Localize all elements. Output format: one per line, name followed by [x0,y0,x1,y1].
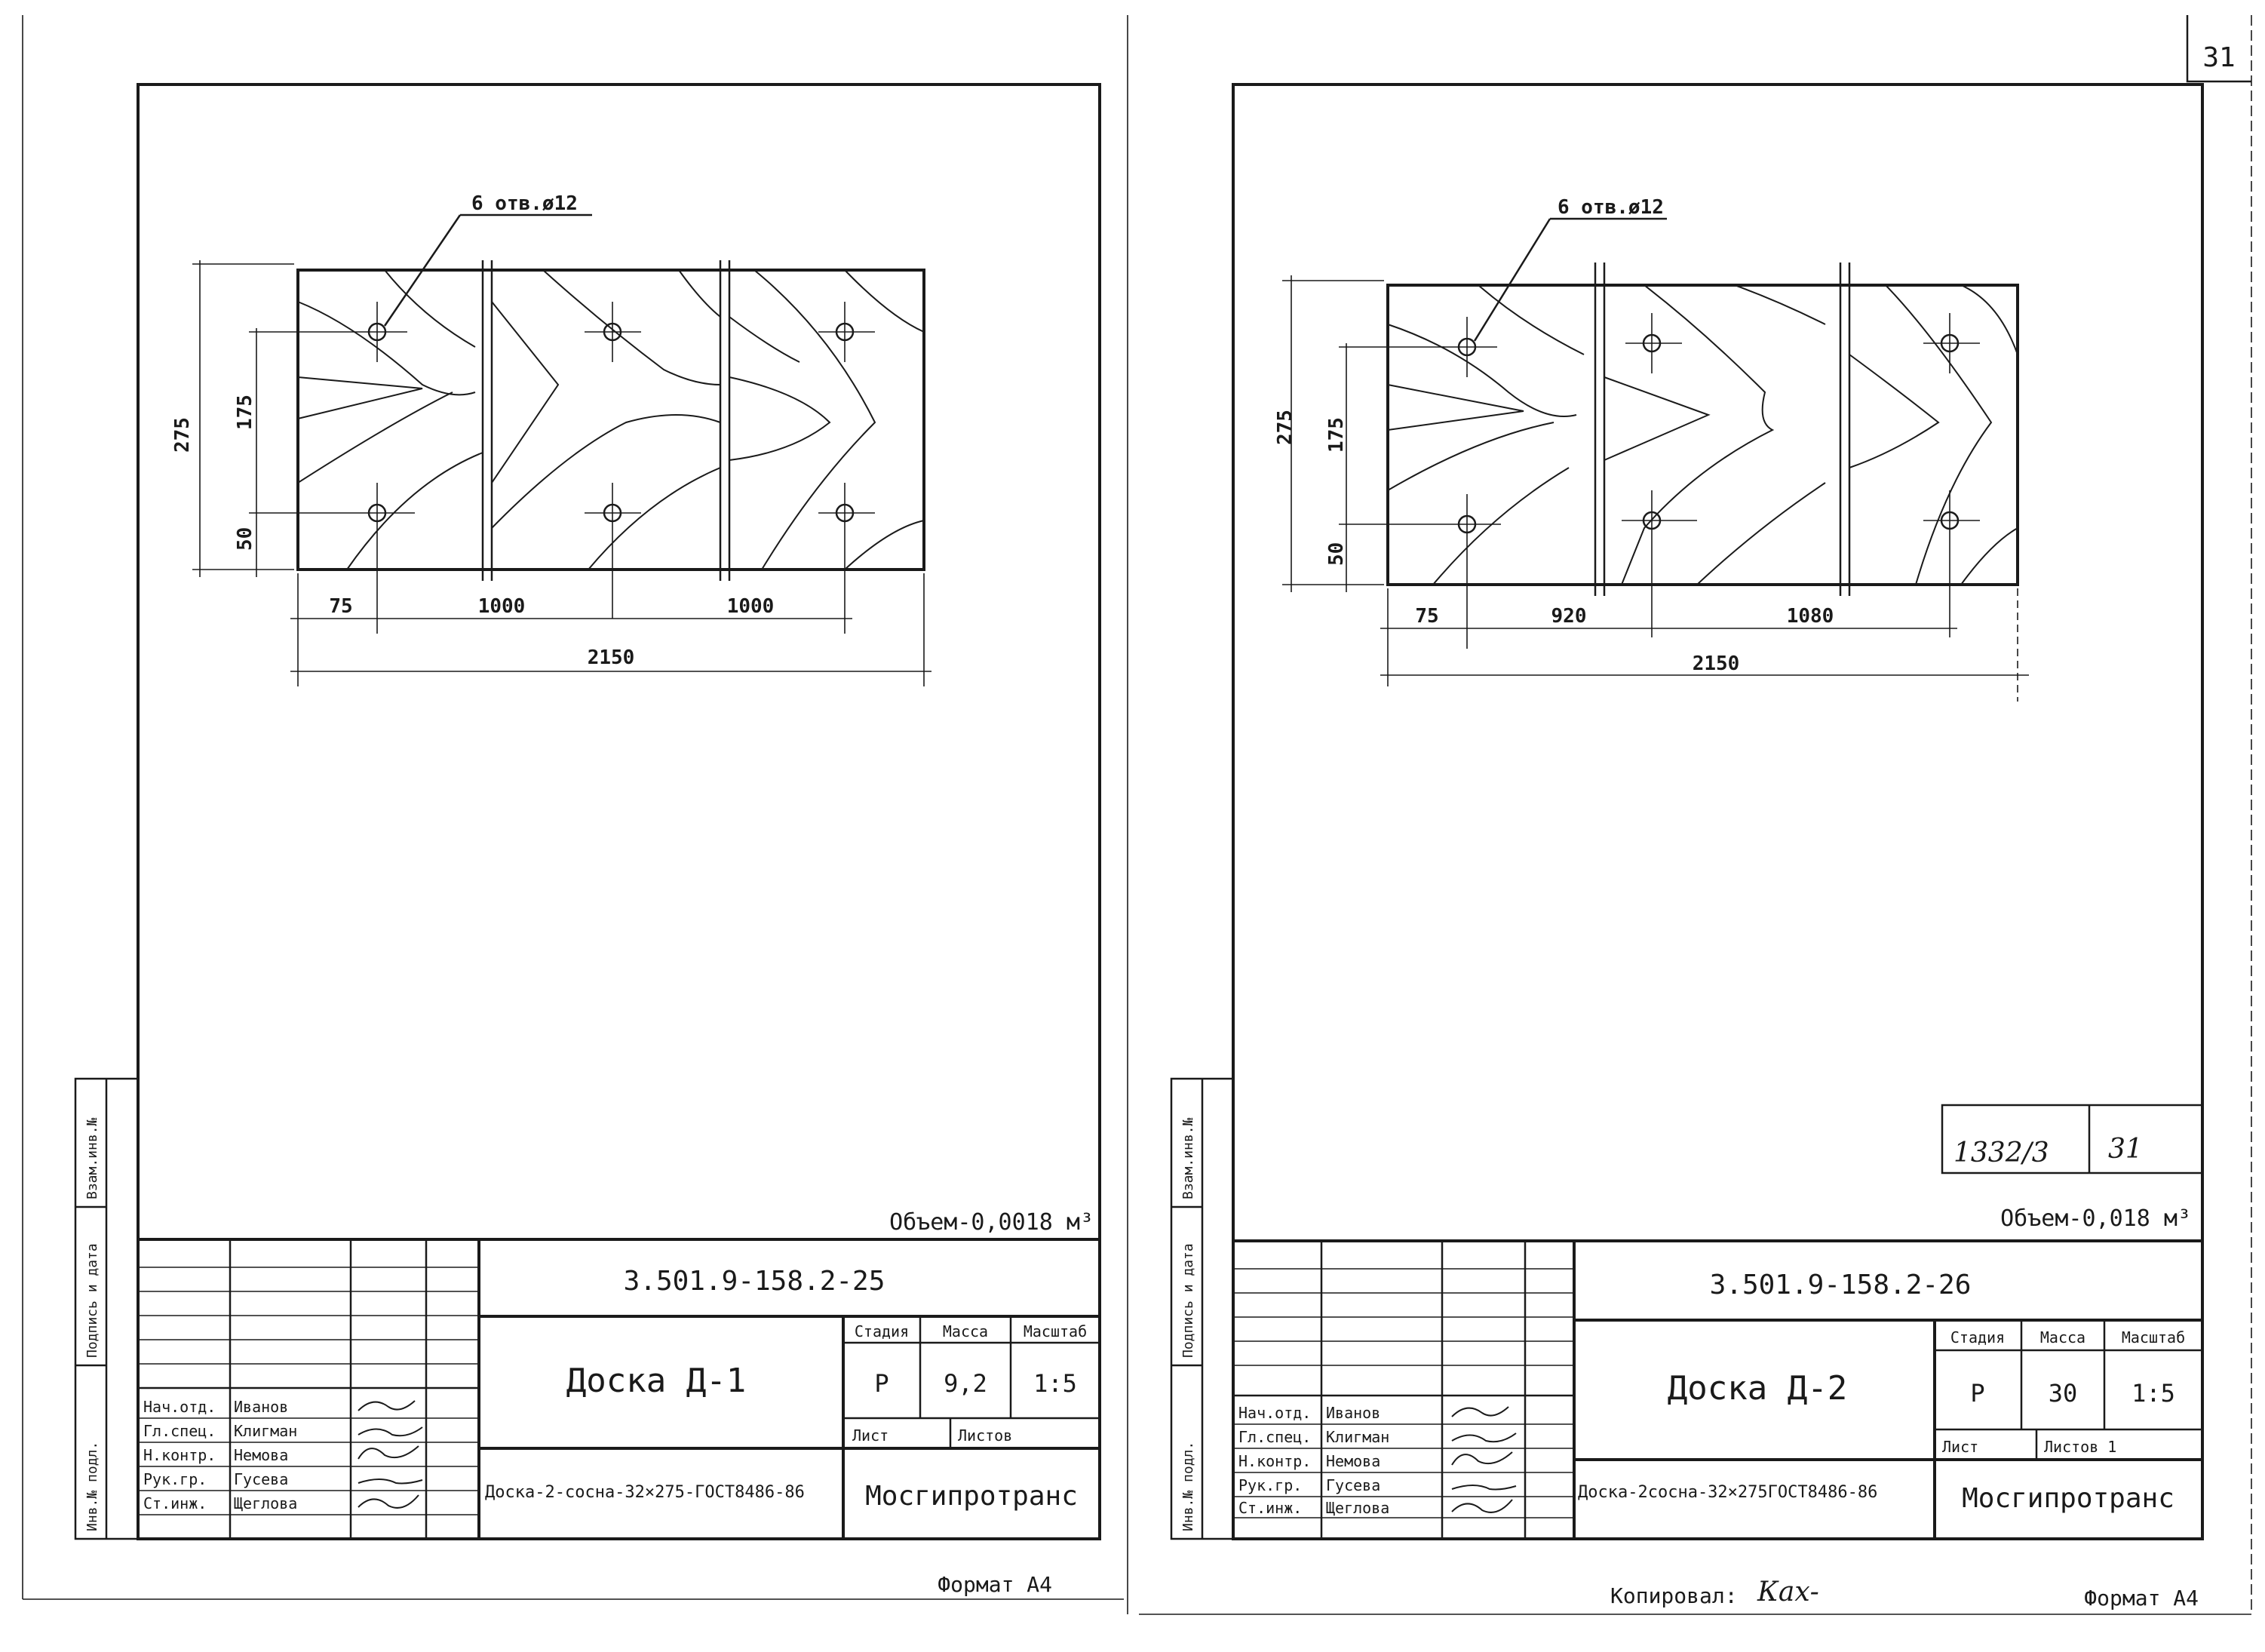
staff-name: Гусева [1326,1476,1380,1494]
volume-note: Объем-0,018 м³ [2000,1205,2191,1232]
scale-value: 1:5 [1033,1369,1077,1398]
dim-width-b: 920 [1551,605,1587,628]
dim-height-mid: 175 [1325,417,1348,453]
dim-height-low: 50 [1325,542,1348,566]
part-name: Доска Д-2 [1668,1369,1847,1408]
part-name: Доска Д-1 [566,1362,746,1400]
staff-role: Нач.отд. [1238,1404,1311,1422]
sheet-frame [137,83,1101,1540]
hole-callout: 6 отв.ø12 [471,192,578,215]
stage-label: Стадия [1950,1328,2005,1346]
sheet-label: Лист [1942,1438,1978,1456]
sheets-label: Листов [958,1426,1012,1445]
mass-value: 30 [2049,1379,2078,1408]
doc-code: 3.501.9-158.2-26 [1710,1270,1972,1300]
scale-value: 1:5 [2131,1379,2175,1408]
copied-by-label: Копировал: [1610,1583,1738,1608]
side-label-sign-date: Подпись и дата [84,1243,100,1358]
stamp-sheet: 31 [2108,1134,2143,1165]
dim-width-a: 75 [329,595,352,618]
dim-width-b: 1000 [478,595,526,618]
side-label-inv-orig: Инв.№ подл. [1180,1442,1196,1531]
staff-role: Гл.спец. [143,1422,216,1440]
staff-role: Гл.спец. [1238,1428,1311,1446]
scale-label: Масштаб [1024,1322,1087,1340]
staff-name: Щеглова [234,1494,297,1512]
side-label-inv-replace: Взам.инв.№ [84,1117,100,1199]
format-label: Формат А4 [2084,1586,2199,1611]
staff-name: Щеглова [1326,1499,1389,1517]
staff-name: Клигман [1326,1428,1389,1446]
dim-width-total: 2150 [1693,653,1740,675]
stage-value: Р [874,1369,889,1398]
material-spec: Доска-2-сосна-32×275-ГОСТ8486-86 [485,1483,805,1502]
staff-name: Клигман [234,1422,297,1440]
staff-name: Немова [234,1446,288,1464]
format-label: Формат А4 [938,1572,1052,1597]
dim-height-low: 50 [234,527,256,551]
staff-role: Рук.гр. [1238,1476,1302,1494]
staff-name: Иванов [1326,1404,1380,1422]
dim-width-a: 75 [1415,605,1438,628]
board-outline [296,269,925,571]
side-label-inv-replace: Взам.инв.№ [1180,1117,1196,1199]
scale-label: Масштаб [2122,1328,2185,1346]
hole-callout: 6 отв.ø12 [1558,196,1664,219]
doc-code: 3.501.9-158.2-25 [624,1266,885,1297]
dim-width-c: 1000 [727,595,775,618]
side-strip: Взам.инв.№ Подпись и дата Инв.№ подл. [1170,1077,1235,1540]
staff-role: Н.контр. [1238,1452,1311,1470]
organization: Мосгипротранс [865,1481,1078,1512]
staff-name: Немова [1326,1452,1380,1470]
staff-role: Ст.инж. [1238,1499,1302,1517]
copied-by-signature: Ках- [1757,1577,1819,1607]
archive-stamp: 1332/3 31 [1941,1104,2204,1175]
page-number: 31 [2202,42,2235,73]
sheets-label: Листов 1 [2044,1438,2116,1456]
mass-value: 9,2 [944,1369,987,1398]
dim-height-total: 275 [1274,410,1297,445]
staff-role: Ст.инж. [143,1494,207,1512]
dim-height-total: 275 [171,417,194,453]
signatures [358,1400,423,1509]
sheet-right: Взам.инв.№ Подпись и дата Инв.№ подл. [1170,83,2204,1611]
staff-name: Иванов [234,1398,288,1416]
mass-label: Масса [943,1322,988,1340]
organization: Мосгипротранс [1962,1483,2174,1514]
staff-role: Н.контр. [143,1446,216,1464]
board-outline [1386,284,2019,586]
page-number-box: 31 [2186,15,2251,83]
stage-value: Р [1970,1379,1984,1408]
dim-width-total: 2150 [588,646,635,669]
sheet-label: Лист [852,1426,889,1445]
board-drawing: 6 отв.ø12 275 175 50 75 1000 1000 2150 [171,192,931,686]
staff-role: Нач.отд. [143,1398,216,1416]
dim-width-c: 1080 [1787,605,1834,628]
sheet-left: Взам.инв.№ Подпись и дата Инв.№ подл. [74,83,1101,1597]
title-block: 3.501.9-158.2-25 Доска Д-1 Доска-2-сосна… [137,1238,1101,1540]
dim-height-mid: 175 [234,395,256,430]
staff-name: Гусева [234,1470,288,1488]
staff-role: Рук.гр. [143,1470,207,1488]
mass-label: Масса [2040,1328,2085,1346]
holes [1426,313,1980,649]
side-label-inv-orig: Инв.№ подл. [84,1442,100,1531]
material-spec: Доска-2сосна-32×275ГОСТ8486-86 [1578,1483,1877,1502]
side-strip: Взам.инв.№ Подпись и дата Инв.№ подл. [74,1077,140,1540]
volume-note: Объем-0,0018 м³ [889,1209,1094,1236]
staff-list: Нач.отд. Иванов Гл.спец. Клигман Н.контр… [1238,1404,1389,1517]
signatures [1451,1406,1517,1513]
board-drawing: 6 отв.ø12 275 175 50 75 920 1080 2150 [1274,196,2029,702]
staff-list: Нач.отд. Иванов Гл.спец. Клигман Н.контр… [143,1398,297,1512]
title-block: 3.501.9-158.2-26 Доска Д-2 Доска-2сосна-… [1232,1239,2204,1540]
stamp-number: 1332/3 [1953,1138,2049,1168]
stage-label: Стадия [855,1322,909,1340]
side-label-sign-date: Подпись и дата [1180,1243,1196,1358]
holes [332,302,875,634]
